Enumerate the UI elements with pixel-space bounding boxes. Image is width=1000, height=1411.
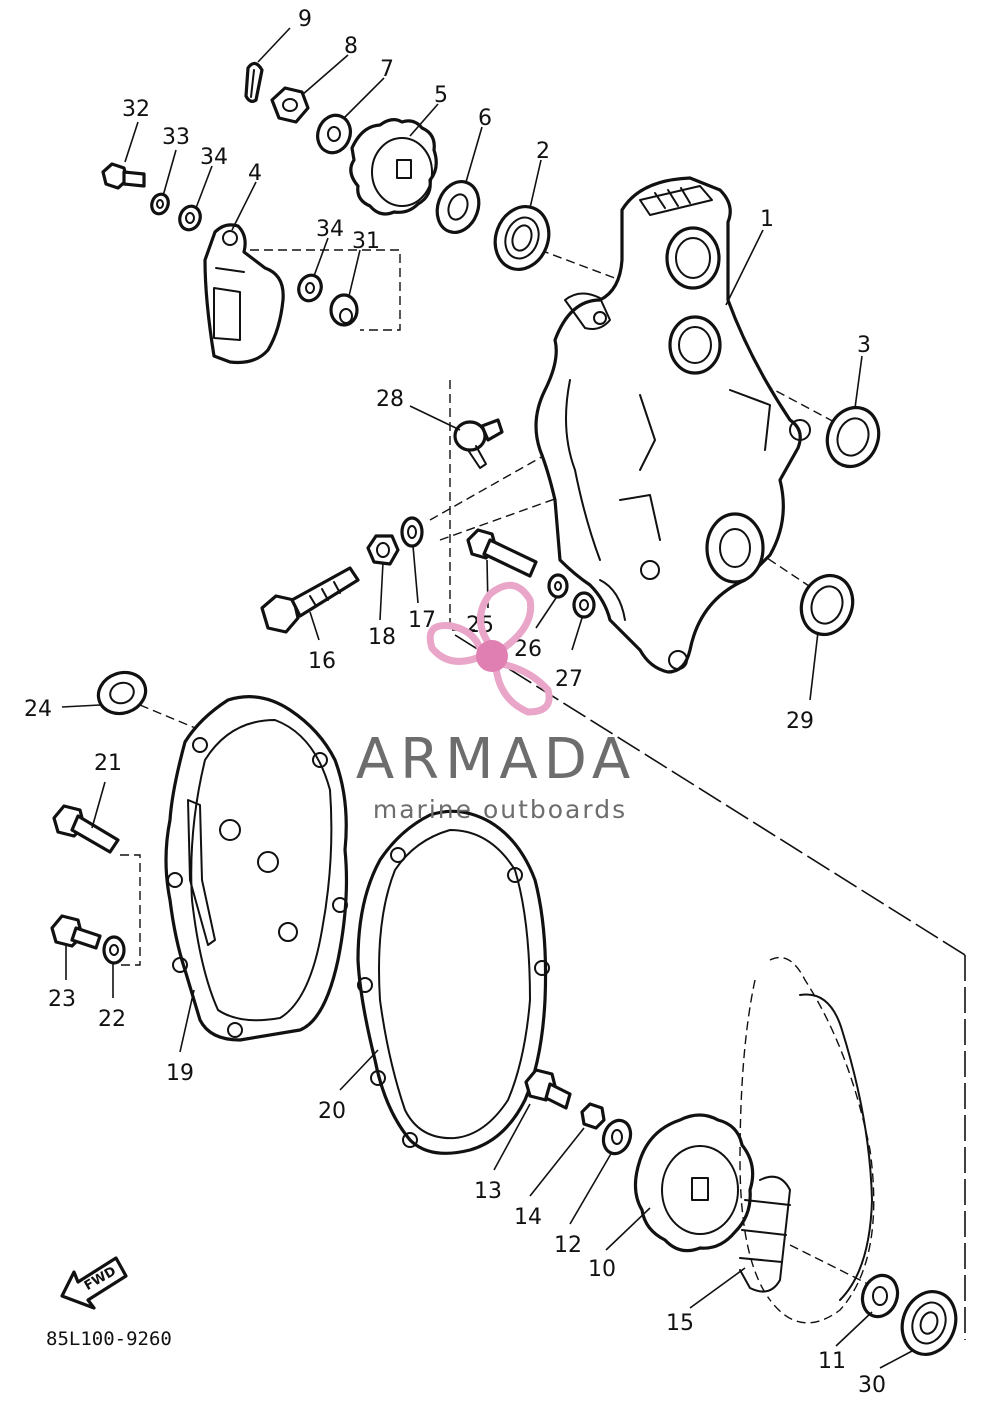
collar-11 — [860, 1273, 900, 1319]
oil-seal-3 — [825, 405, 881, 469]
assembly-line-17 — [429, 454, 546, 521]
callout-4: 4 — [248, 161, 262, 186]
collar-6 — [435, 180, 481, 234]
callout-23: 23 — [48, 987, 76, 1012]
bolt-25 — [466, 528, 538, 578]
sprocket-5 — [349, 118, 438, 216]
assembly-line-11 — [789, 1244, 871, 1286]
callout-31: 31 — [352, 229, 380, 254]
propeller-blade-top — [477, 581, 535, 652]
bearing-30 — [900, 1290, 958, 1356]
callout-29: 29 — [786, 709, 814, 734]
drawing-code: 85L100-9260 — [46, 1328, 172, 1350]
washer-27 — [572, 591, 596, 619]
washer-26 — [547, 573, 569, 599]
callout-14: 14 — [514, 1205, 542, 1230]
callout-33: 33 — [162, 125, 190, 150]
callout-16: 16 — [308, 649, 336, 674]
brand-tagline: marine outboards — [373, 795, 627, 824]
forward-arrow: FWD — [60, 1256, 128, 1310]
nut-18 — [366, 534, 400, 566]
armada-watermark: ARMADA marine outboards — [356, 581, 636, 824]
callout-30: 30 — [858, 1373, 886, 1398]
callout-18: 18 — [368, 625, 396, 650]
brand-name: ARMADA — [356, 727, 636, 792]
callout-13: 13 — [474, 1179, 502, 1204]
callout-9: 9 — [298, 7, 312, 32]
bolt-23 — [50, 914, 102, 950]
callout-28: 28 — [376, 387, 404, 412]
leader-lines — [61, 27, 915, 1369]
washer-33 — [150, 192, 170, 216]
callout-12: 12 — [554, 1233, 582, 1258]
callout-34a: 34 — [200, 145, 228, 170]
assembly-line-18 — [439, 489, 581, 541]
assembly-line-4 — [250, 249, 401, 331]
callout-8: 8 — [344, 34, 358, 59]
oil-seal-29 — [799, 573, 855, 637]
grommet-34b — [297, 273, 323, 303]
bolt-16 — [260, 566, 360, 634]
callout-34b: 34 — [316, 217, 344, 242]
callout-32: 32 — [122, 97, 150, 122]
washer-17 — [400, 516, 424, 548]
callout-19: 19 — [166, 1061, 194, 1086]
callout-11: 11 — [818, 1349, 846, 1374]
assembly-line-28 — [449, 380, 480, 631]
assembly-line-24 — [139, 704, 201, 731]
cotter-pin-9 — [244, 61, 264, 103]
callout-5: 5 — [434, 83, 448, 108]
callout-15: 15 — [666, 1311, 694, 1336]
washer-22 — [102, 935, 126, 965]
assembly-line-main — [454, 634, 966, 956]
propeller-blade-left — [426, 621, 486, 665]
callout-20: 20 — [318, 1099, 346, 1124]
bolt-21 — [52, 804, 120, 854]
callout-10: 10 — [588, 1257, 616, 1282]
seal-24 — [96, 670, 148, 716]
nut-14 — [580, 1102, 606, 1130]
bolt-13 — [524, 1068, 572, 1110]
tensioner-bracket-4 — [203, 223, 285, 365]
callout-27: 27 — [555, 667, 583, 692]
grommet-34a — [178, 204, 202, 232]
callout-1: 1 — [760, 207, 774, 232]
assembly-line-2 — [539, 249, 621, 281]
propeller-logo — [426, 581, 553, 716]
bearing-2 — [493, 205, 551, 271]
grease-nipple-28 — [453, 418, 504, 469]
assembly-line-21 — [120, 854, 141, 966]
callout-6: 6 — [478, 106, 492, 131]
callout-24: 24 — [24, 697, 52, 722]
callout-22: 22 — [98, 1007, 126, 1032]
chain-15 — [739, 956, 875, 1324]
gasket-20 — [356, 809, 550, 1155]
propeller-hub — [476, 640, 508, 672]
collar-31 — [329, 293, 359, 327]
washer-7 — [316, 113, 352, 155]
callout-3: 3 — [857, 333, 871, 358]
gear-housing-1 — [534, 176, 811, 674]
cover-19 — [164, 695, 349, 1042]
callout-7: 7 — [380, 57, 394, 82]
bolt-32 — [101, 162, 146, 190]
callout-2: 2 — [536, 139, 550, 164]
nut-8 — [270, 86, 310, 124]
propeller-blade-right — [492, 660, 553, 716]
callout-21: 21 — [94, 751, 122, 776]
sprocket-10 — [633, 1113, 755, 1253]
washer-12 — [601, 1118, 633, 1156]
callout-26: 26 — [514, 637, 542, 662]
